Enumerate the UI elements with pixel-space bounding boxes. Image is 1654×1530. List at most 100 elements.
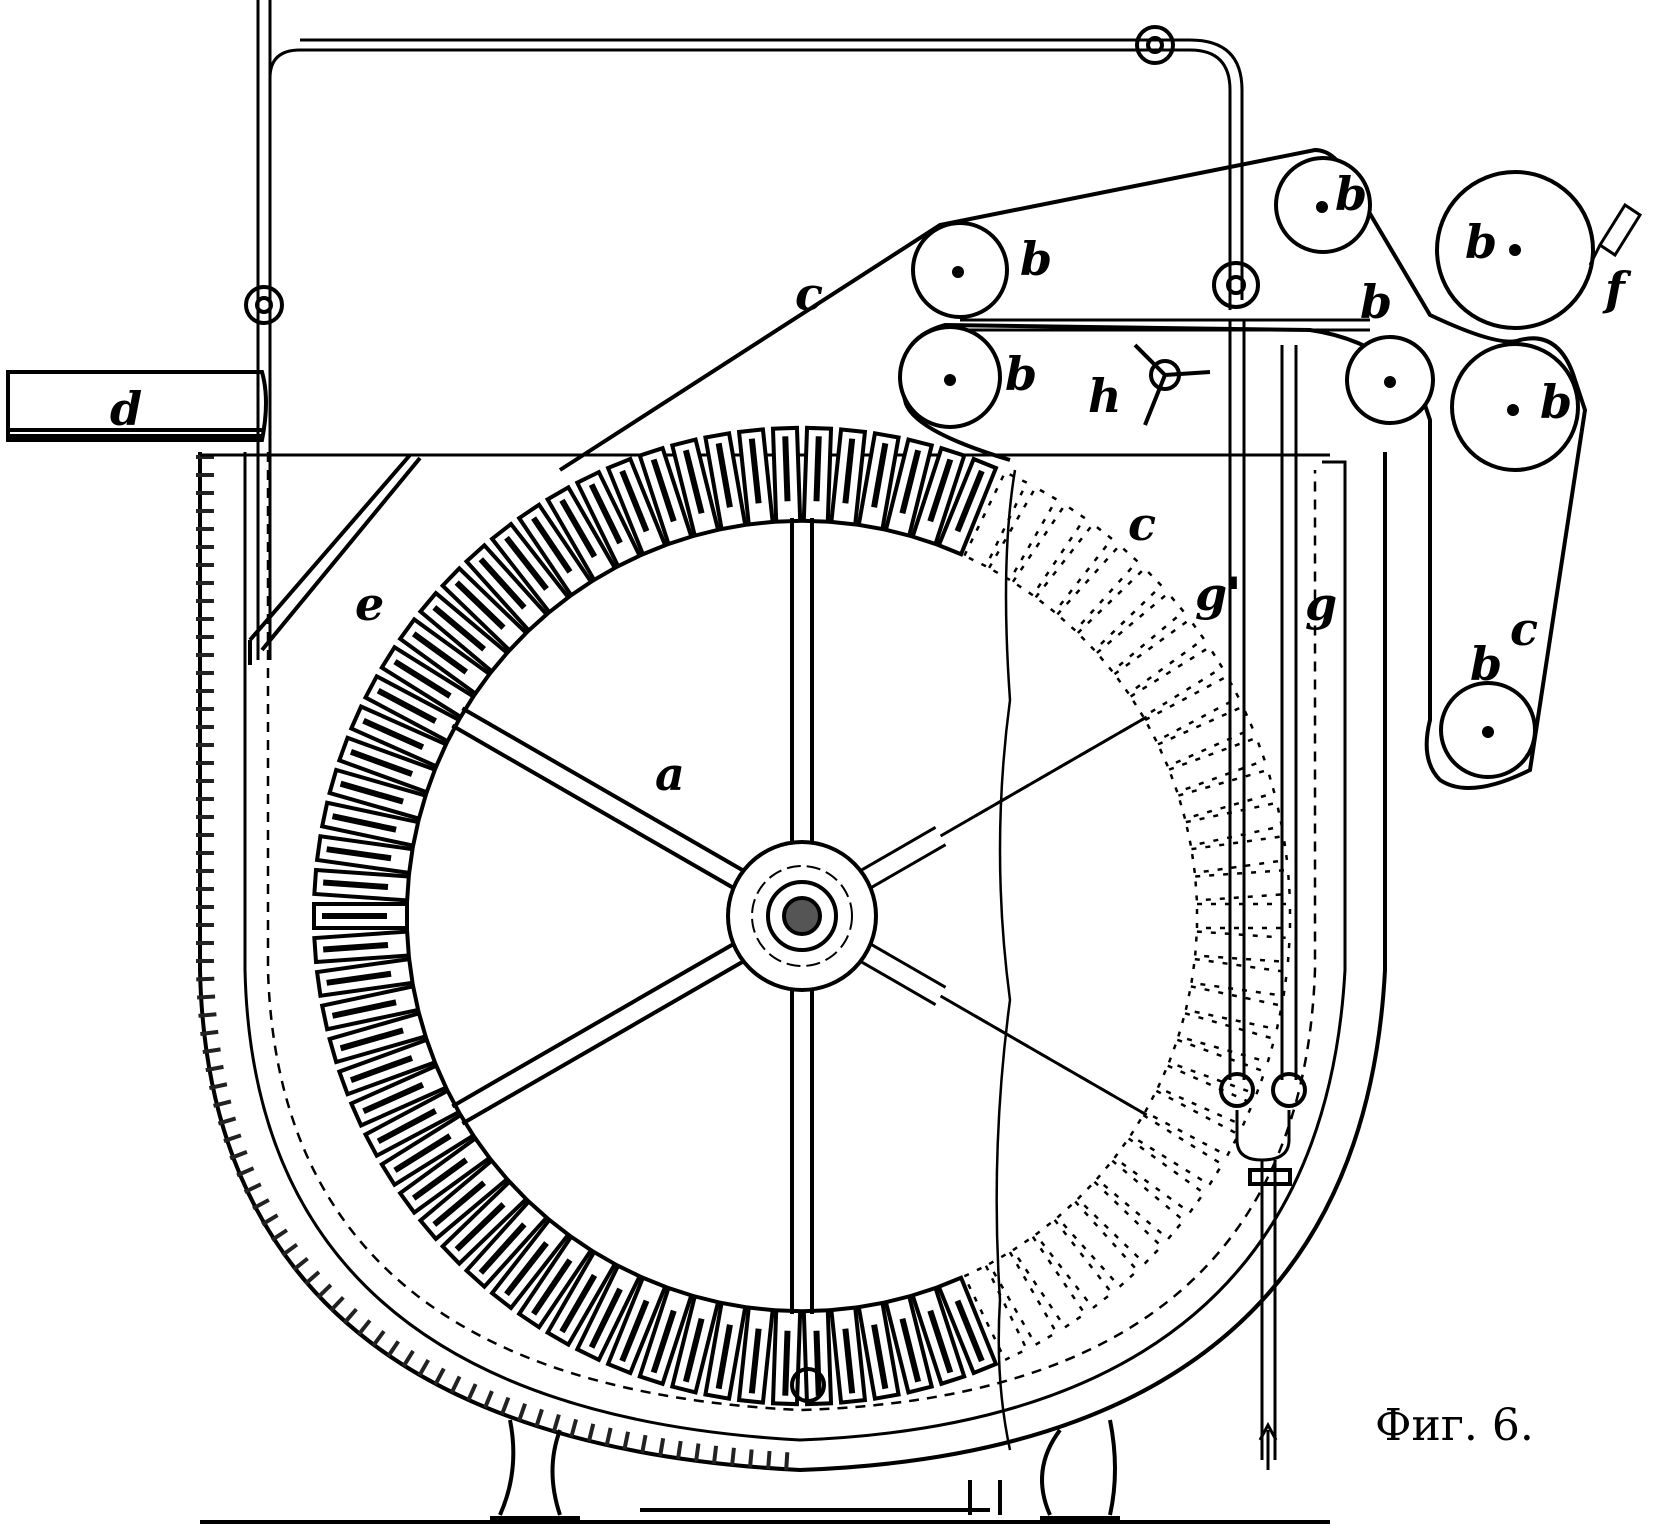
plank-d [6, 370, 268, 442]
wheel-tooth [1076, 566, 1164, 653]
wheel-tooth [312, 902, 409, 930]
wheel-tooth [362, 1088, 462, 1159]
pipe-flange [1248, 1168, 1292, 1186]
wheel-tooth [327, 767, 429, 822]
wheel-hub-inner [766, 880, 838, 952]
wheel-tooth [829, 1305, 868, 1405]
wheel-hub-ring [751, 865, 853, 967]
wheel-tooth [417, 590, 510, 675]
wheel-tooth [348, 1063, 449, 1129]
valve-descender [1212, 261, 1260, 309]
wheel-tooth [397, 616, 493, 697]
bottom-pivot [790, 1367, 826, 1403]
wheel-tooth [1055, 1199, 1140, 1289]
wheel-tooth [987, 485, 1059, 582]
wheel-tooth [489, 521, 572, 615]
wheel-tooth [312, 929, 411, 965]
wheel-tooth [489, 1217, 572, 1311]
wheel-tooth [544, 484, 618, 583]
wheel-tooth [314, 833, 415, 876]
wheel-tooth [987, 1250, 1059, 1347]
wheel-spokes [451, 518, 1148, 1314]
wheel-spoke [856, 941, 1148, 1117]
wheel-tooth [1033, 1218, 1114, 1310]
pipe-junction [1235, 1110, 1291, 1460]
label-e: e [355, 577, 384, 631]
label-c: c [1510, 602, 1538, 656]
label-b: b [1465, 215, 1497, 269]
cutaway-edge [995, 469, 1017, 1451]
wheel-tooth [1176, 1011, 1276, 1064]
left-foot [490, 1419, 580, 1520]
wheel-tooth [439, 565, 530, 654]
wheel-tooth [1143, 1089, 1241, 1158]
label-a: a [655, 747, 685, 801]
wheel-tooth [463, 542, 550, 634]
wheel-tooth [770, 425, 803, 524]
wheel-tooth [1195, 902, 1292, 930]
wheel-tooth [544, 1249, 618, 1348]
wheel-tooth [962, 1264, 1029, 1362]
center-foot [640, 1480, 1002, 1515]
wheel-tooth [379, 1112, 477, 1188]
wheel-tooth [1011, 502, 1087, 597]
wheel-tooth [319, 984, 421, 1032]
wheel-tooth [1156, 704, 1255, 768]
wheel-shaft [782, 896, 822, 936]
right-foot [1040, 1419, 1120, 1520]
wheel-tooth [379, 644, 477, 720]
wheel-tooth [770, 1308, 803, 1407]
label-g-prime: g' [1195, 567, 1241, 621]
label-c: c [1128, 497, 1156, 551]
wheel-tooth [312, 867, 411, 903]
label-d: d [110, 382, 142, 436]
tank-dashed-liner [266, 452, 1317, 1412]
wheel-tooth [516, 501, 594, 599]
label-b: b [1470, 637, 1502, 691]
wheel-tooth [1143, 674, 1241, 743]
wheel-tooth [829, 427, 868, 527]
tank-wood-lining [196, 455, 801, 1471]
wheel-tooth [574, 469, 643, 569]
wheel-tooth [1184, 801, 1284, 848]
star-handle-h [1133, 343, 1211, 426]
label-b: b [1020, 232, 1052, 286]
wheel-tooth [801, 425, 834, 524]
wheel-tooth [1112, 617, 1206, 696]
pipe-g-prime [1228, 320, 1246, 1080]
wheel-tooth [1156, 1064, 1255, 1128]
roller-axles [944, 201, 1521, 738]
wheel-tooth [362, 673, 462, 744]
wheel-tooth [463, 1198, 550, 1290]
wheel-spoke [451, 940, 748, 1126]
wheel-tooth [910, 445, 967, 547]
label-h: h [1088, 369, 1121, 423]
wheel-tooth [936, 456, 999, 557]
wheel-tooth [1128, 1113, 1224, 1187]
wheel-tooth [336, 1037, 438, 1097]
wheel-tooth [1095, 1158, 1186, 1241]
wheel-tooth [314, 956, 415, 999]
wheel-tooth [1076, 1179, 1164, 1266]
wheel-tooth [883, 437, 935, 539]
wheel-tooth [397, 1135, 493, 1216]
apron-e [248, 453, 422, 665]
wheel-spoke [790, 986, 814, 1314]
wheel-tooth [1011, 1235, 1087, 1330]
valve-top-stem [1146, 36, 1164, 54]
wheel-tooth [1055, 543, 1140, 633]
doctor-knife-f [1588, 202, 1643, 266]
wheel-tooth [1167, 1038, 1267, 1096]
wheel-tooth [1190, 834, 1289, 875]
label-c: c [795, 267, 823, 321]
wheel-tooth [637, 1285, 694, 1387]
valve-g [1271, 1072, 1307, 1108]
wheel-tooth [1112, 1136, 1206, 1215]
wheel-spoke [790, 518, 814, 846]
wheel-tooth [516, 1233, 594, 1331]
wheel-tooth [910, 1285, 967, 1387]
valve-top [1135, 25, 1175, 65]
wheel-tooth [574, 1263, 643, 1363]
figure-caption: Фиг. 6. [1375, 1400, 1534, 1451]
